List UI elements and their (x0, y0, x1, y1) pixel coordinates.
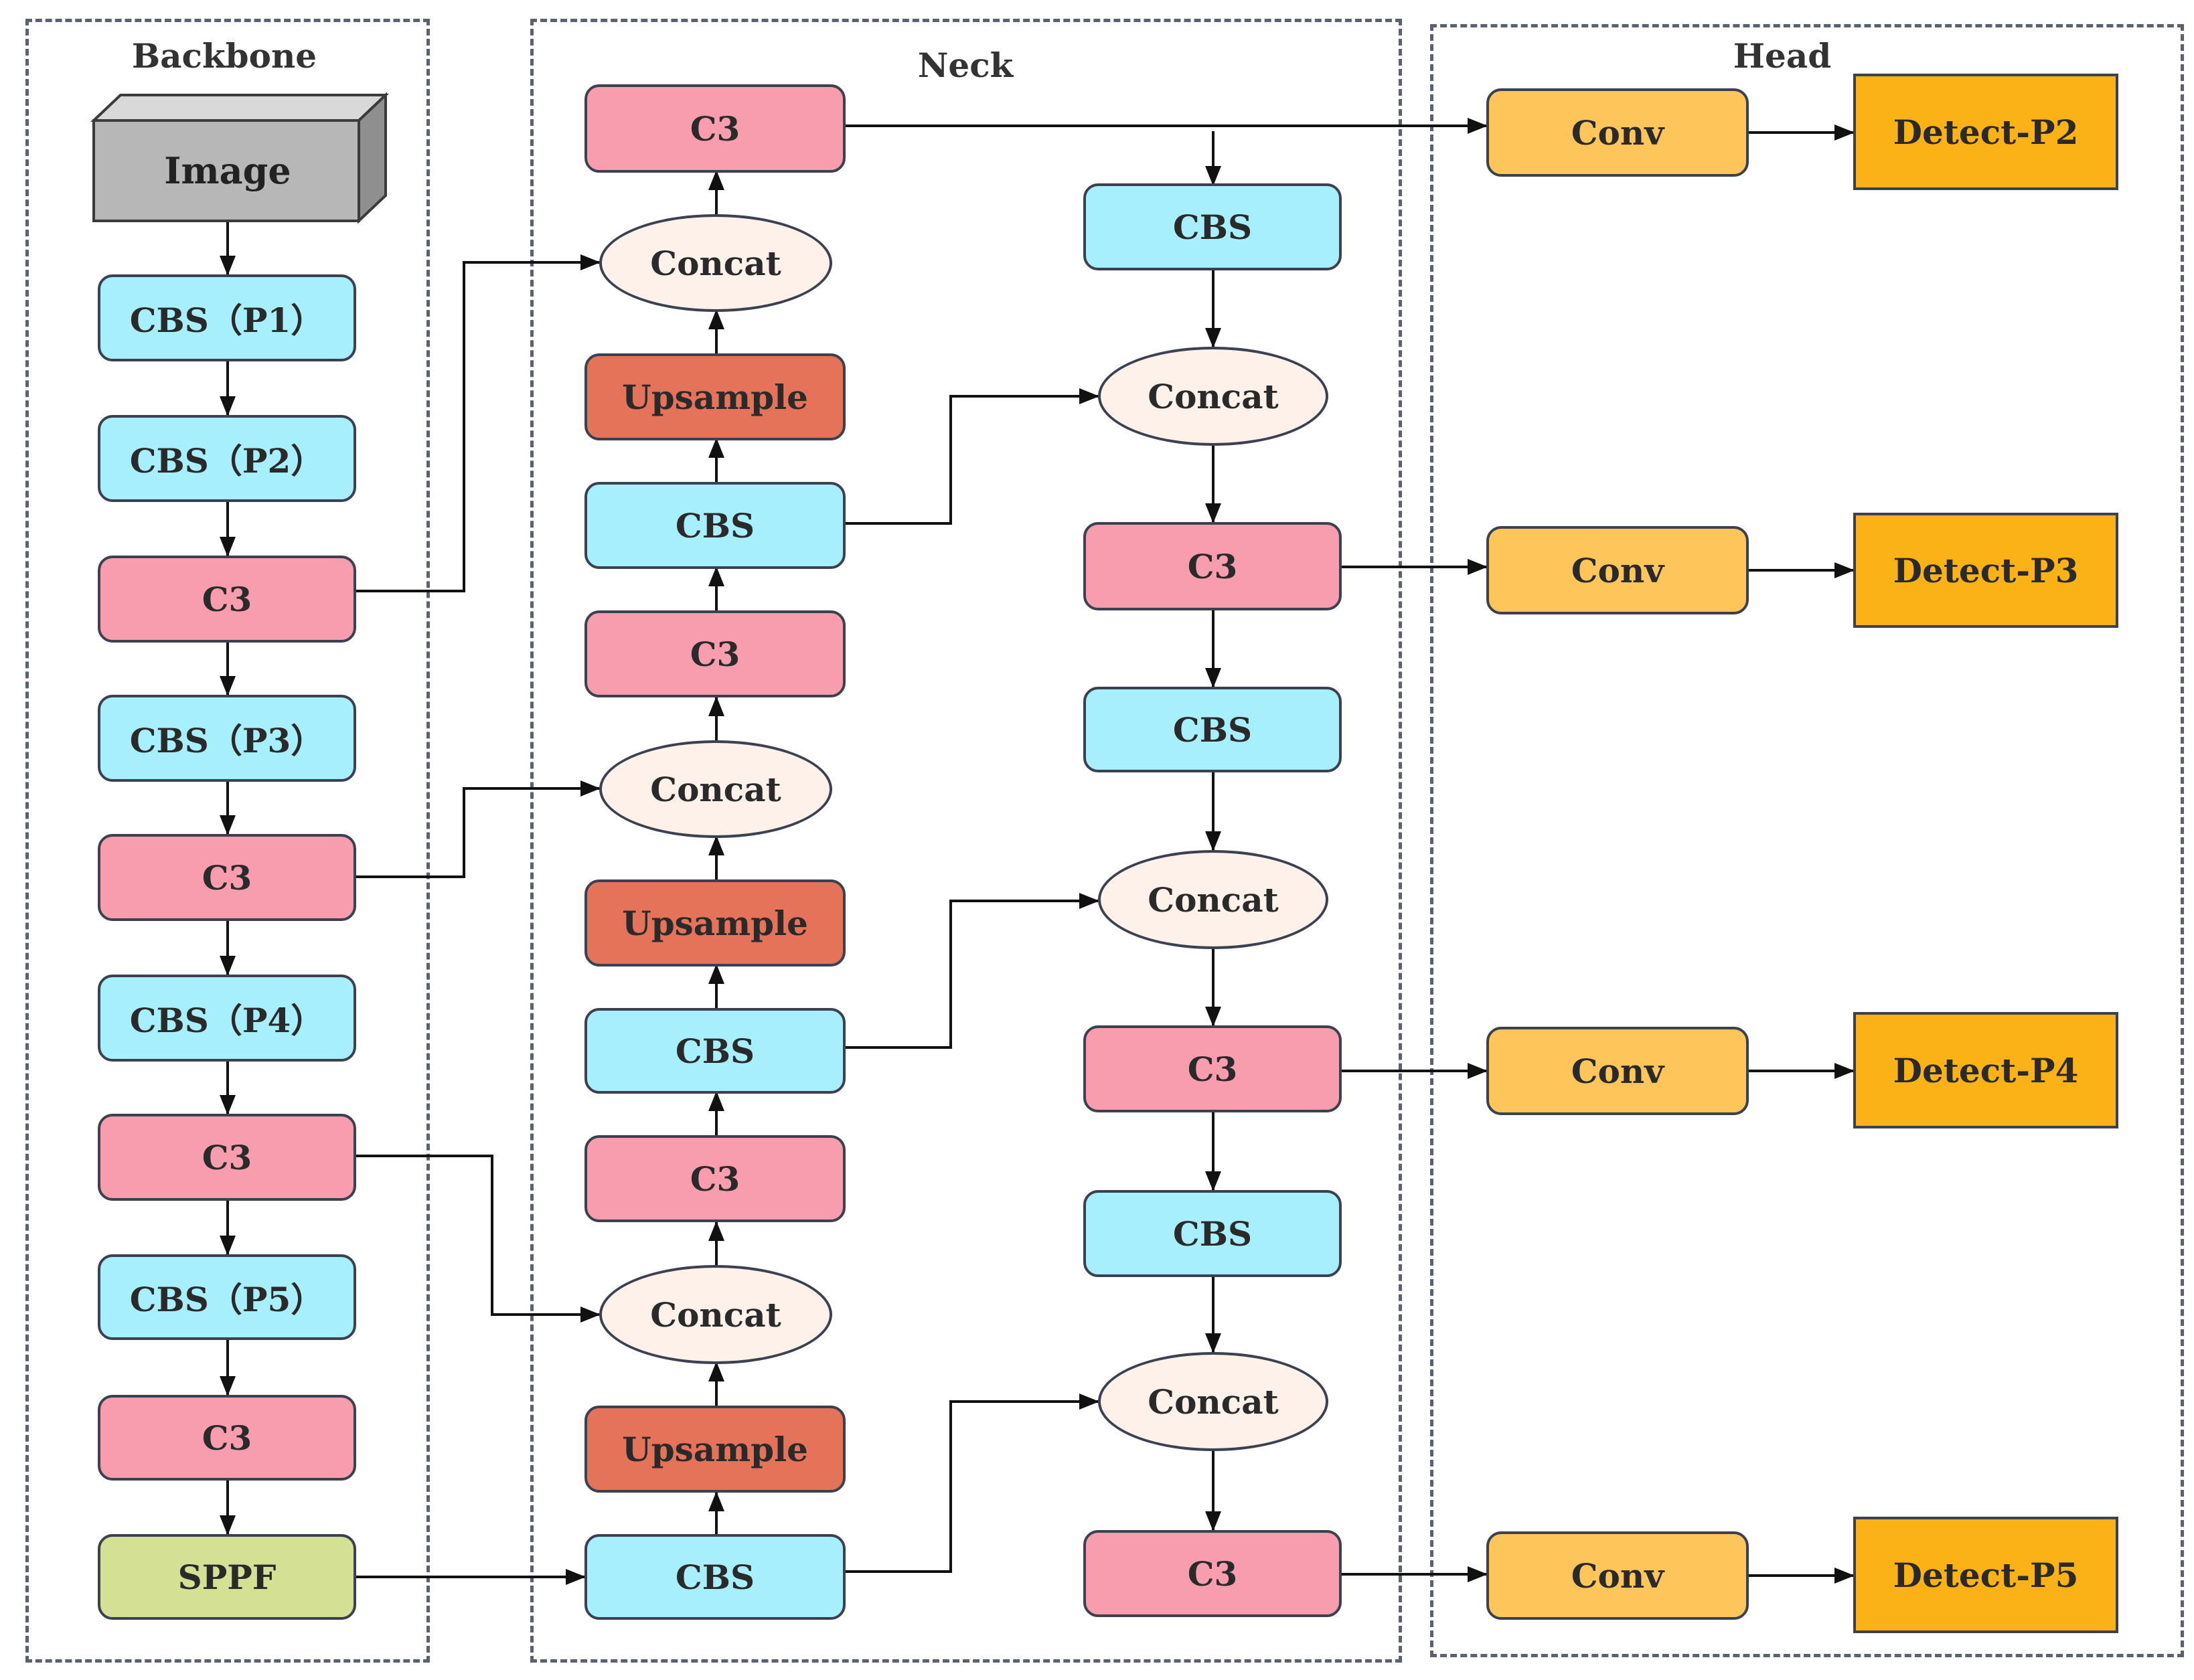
backbone-c3-2: C3 (98, 834, 356, 921)
neck-c3-3: C3 (584, 1135, 846, 1222)
image-input-block (90, 92, 390, 224)
neck-down-c3-1: C3 (1083, 522, 1342, 610)
neck-cbs-bottom: CBS (584, 1534, 846, 1620)
neck-down-cbs-2: CBS (1083, 687, 1342, 772)
head-detect-p5: Detect-P5 (1853, 1517, 2118, 1633)
neck-upsample-2: Upsample (584, 879, 846, 967)
backbone-title: Backbone (131, 36, 317, 76)
neck-down-c3-2: C3 (1083, 1025, 1342, 1112)
neck-upsample-1: Upsample (584, 353, 846, 440)
neck-concat-2: Concat (599, 740, 832, 838)
neck-title: Neck (917, 46, 1014, 85)
head-conv-4: Conv (1486, 1531, 1749, 1620)
head-conv-3: Conv (1486, 1027, 1749, 1115)
head-detect-p4: Detect-P4 (1853, 1012, 2118, 1128)
backbone-c3-1: C3 (98, 556, 356, 643)
backbone-section (25, 19, 430, 1663)
head-title: Head (1733, 36, 1832, 76)
arrow-backbone-c3-to-concat-2 (355, 780, 601, 878)
arrow-backbone-c3-to-concat-1 (355, 254, 601, 592)
arrow-cbs-to-concat-down-1 (844, 388, 1099, 525)
head-conv-1: Conv (1486, 88, 1749, 177)
backbone-c3-3: C3 (98, 1114, 356, 1201)
arrow-cbs-to-concat-down-3 (844, 1394, 1099, 1573)
backbone-cbs-p3: CBS（P3） (98, 695, 356, 782)
neck-down-cbs-3: CBS (1083, 1190, 1342, 1277)
head-section (1430, 24, 2184, 1657)
image-label: Image (164, 149, 291, 192)
neck-concat-3: Concat (599, 1265, 832, 1364)
arrow-backbone-c3-to-concat-3 (355, 1155, 601, 1323)
head-detect-p3: Detect-P3 (1853, 513, 2118, 628)
arrow-cbs-to-concat-down-2 (844, 893, 1099, 1049)
neck-cbs-2: CBS (584, 1008, 846, 1094)
backbone-cbs-p2: CBS（P2） (98, 415, 356, 502)
neck-down-concat-2: Concat (1098, 850, 1328, 949)
neck-down-cbs-1: CBS (1083, 183, 1342, 270)
neck-section (530, 19, 1402, 1663)
head-detect-p2: Detect-P2 (1853, 74, 2118, 190)
neck-upsample-3: Upsample (584, 1406, 846, 1493)
neck-concat-1: Concat (599, 214, 832, 312)
neck-c3-2: C3 (584, 610, 846, 697)
neck-cbs-1: CBS (584, 482, 846, 569)
backbone-cbs-p4: CBS（P4） (98, 975, 356, 1062)
neck-c3-top: C3 (584, 84, 846, 173)
neck-down-concat-3: Concat (1098, 1352, 1328, 1451)
backbone-sppf: SPPF (98, 1534, 356, 1620)
neck-down-concat-1: Concat (1098, 347, 1328, 446)
neck-down-c3-3: C3 (1083, 1530, 1342, 1617)
backbone-c3-4: C3 (98, 1395, 356, 1481)
backbone-cbs-p1: CBS（P1） (98, 274, 356, 361)
backbone-cbs-p5: CBS（P5） (98, 1254, 356, 1340)
head-conv-2: Conv (1486, 526, 1749, 614)
